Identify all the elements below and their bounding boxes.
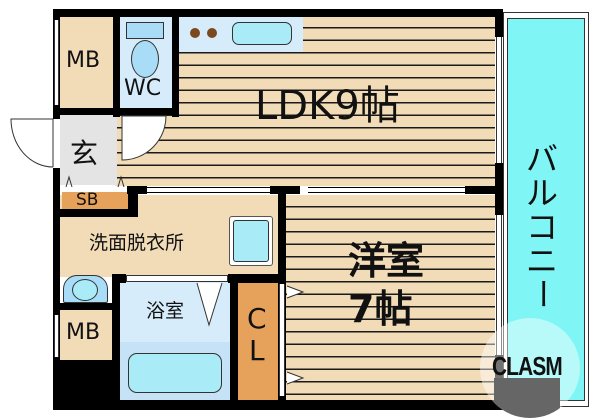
watermark-base <box>494 378 560 418</box>
wall-left-bottom <box>53 168 60 410</box>
closet-label-c: C <box>247 302 267 335</box>
wall-mb-wc <box>113 9 120 117</box>
washing-machine-pan-icon <box>233 220 269 262</box>
closet <box>238 282 278 400</box>
mb-top-label: MB <box>66 48 101 73</box>
toilet-bowl-icon <box>131 40 159 78</box>
entrance-step-triangles-icon <box>65 175 125 188</box>
sliding-door-ldk[interactable] <box>147 187 270 193</box>
shoe-box-surface <box>62 192 128 209</box>
closet-label-l: L <box>249 334 265 367</box>
mb-closet-top <box>60 16 115 108</box>
mb-bottom-label: MB <box>66 320 101 345</box>
wc-label: WC <box>124 76 162 101</box>
bathroom-door[interactable] <box>126 275 228 282</box>
window-balcony-western[interactable] <box>496 215 502 355</box>
mb-closet-bottom <box>60 310 112 360</box>
window-mb-top[interactable] <box>54 20 59 105</box>
toilet-tank-icon <box>126 22 164 39</box>
shoe-box-label: SB <box>76 190 99 210</box>
wall-mb-bottom <box>53 108 179 115</box>
balcony-char: ニ <box>525 242 558 280</box>
washroom-label: 洗面脱衣所 <box>89 232 185 254</box>
balcony-char: バ <box>525 140 558 178</box>
wall-bath-closet <box>230 274 238 410</box>
window-balcony-ldk[interactable] <box>496 37 502 163</box>
bathroom-label: 浴室 <box>146 300 185 322</box>
wall-right-top <box>495 9 503 37</box>
wall-bath-top-right <box>228 274 286 283</box>
balcony-char: コ <box>525 208 558 246</box>
entrance-area <box>60 115 117 185</box>
bath-door-triangle-icon <box>196 282 223 327</box>
balcony-label: バ ル コ ニ ー <box>522 142 562 310</box>
bathtub-icon <box>128 353 222 393</box>
watermark-text: CLASM <box>492 351 563 381</box>
wall-sb-right <box>128 186 138 216</box>
western-room <box>285 195 495 400</box>
wall-washbasin-bottom <box>53 303 115 310</box>
ldk-label: LDK9帖 <box>255 83 400 129</box>
wall-bath-left <box>112 274 120 410</box>
wall-sb-bottom <box>53 209 138 217</box>
entrance-label: 玄 <box>70 137 99 170</box>
western-room-label: 洋室 <box>348 239 425 283</box>
front-door-swing[interactable] <box>10 118 55 168</box>
stove-burner-icon <box>207 28 217 38</box>
sliding-door-western[interactable] <box>308 187 465 193</box>
balcony-char: ル <box>525 174 558 212</box>
wall-right-mid <box>495 163 503 215</box>
western-room-size-label: 7帖 <box>348 287 413 331</box>
wall-wc-ldk <box>172 9 179 117</box>
wash-basin-bowl-icon <box>72 279 98 301</box>
wall-mb-bottom-lower <box>53 360 115 410</box>
balcony-floor <box>507 18 585 401</box>
stove-burner-icon <box>190 28 200 38</box>
wall-ldk-western-right <box>465 186 498 194</box>
kitchen-sink-icon <box>232 22 292 45</box>
window-mb-bottom[interactable] <box>54 315 59 357</box>
watermark-circle <box>480 318 580 418</box>
wall-top <box>53 9 503 17</box>
closet-door-triangles-icon <box>286 285 305 385</box>
balcony-char: ー <box>523 278 561 310</box>
wc-door-swing[interactable] <box>121 115 167 161</box>
closet-door[interactable] <box>279 284 285 396</box>
